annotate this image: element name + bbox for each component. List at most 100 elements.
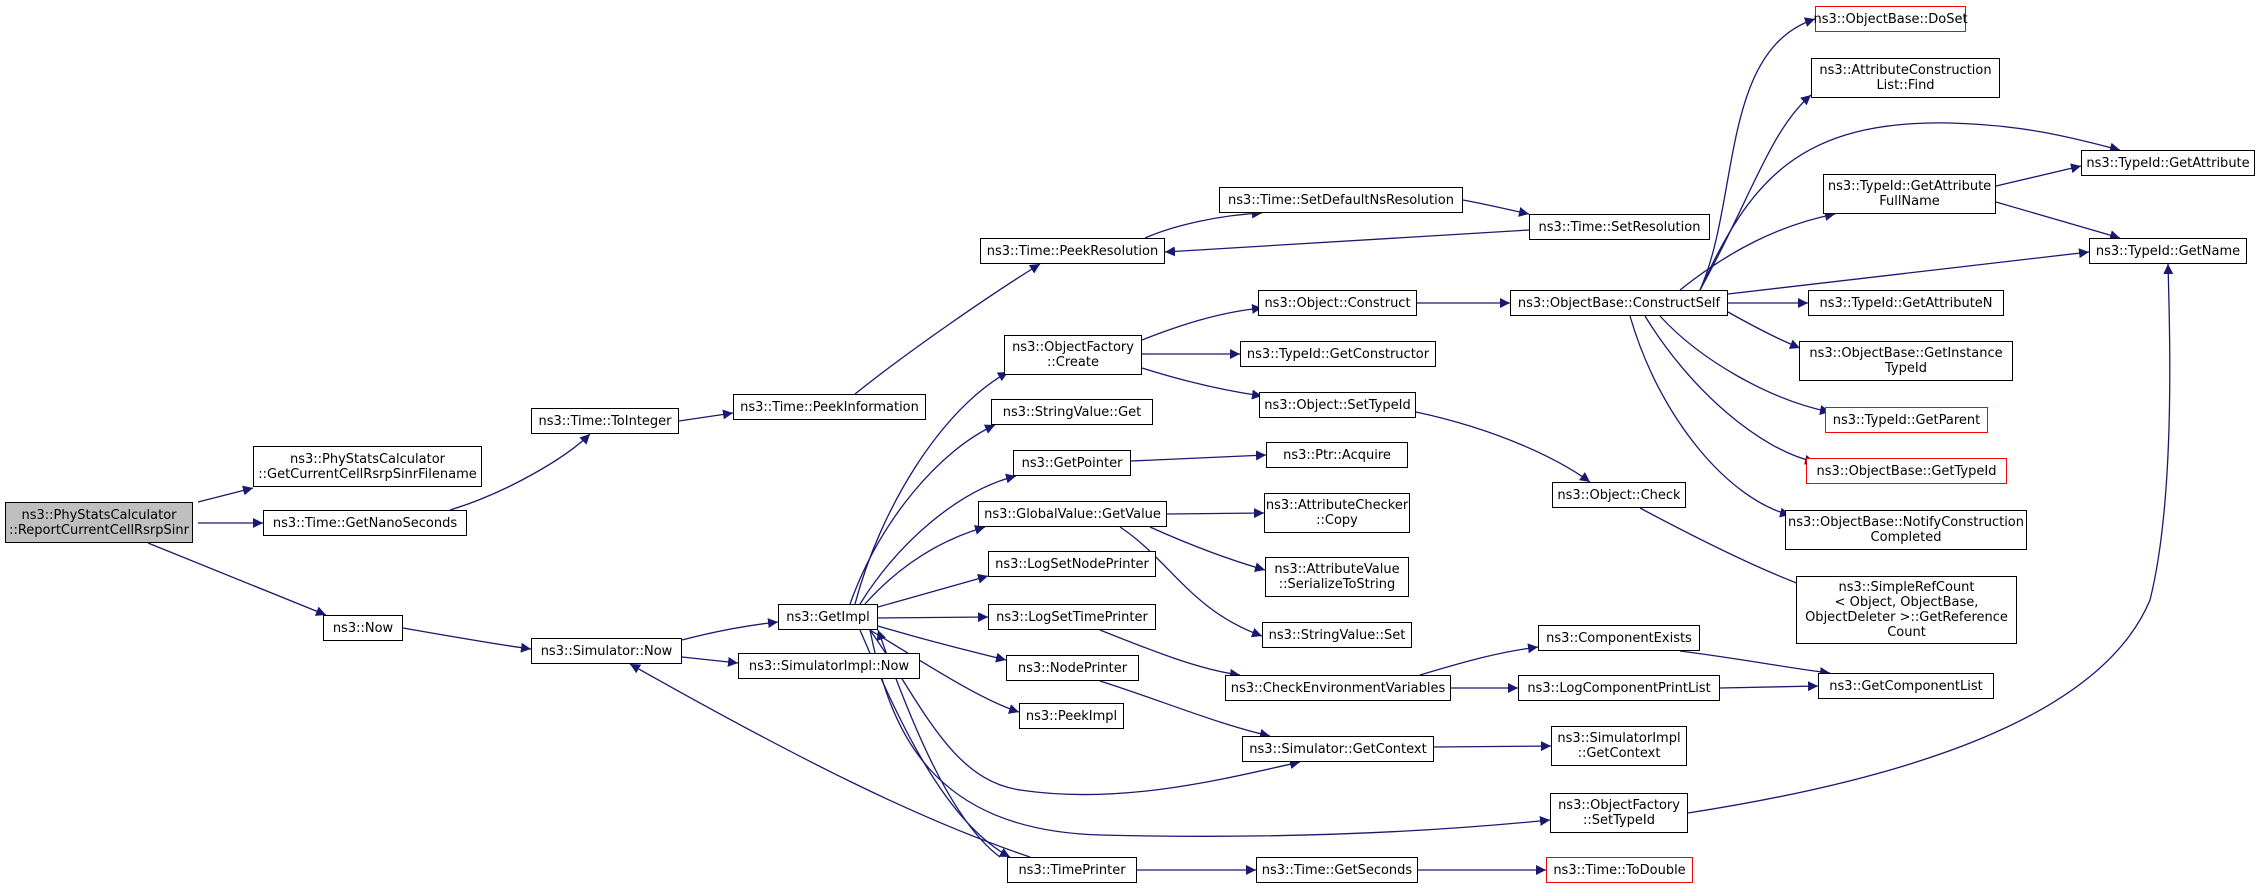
call-edge-nodePrinter-to-simGetContext — [1099, 680, 1271, 739]
call-edge-getImpl-to-gvGetValue — [864, 524, 986, 605]
call-edge-getImpl-to-strGet — [849, 424, 996, 605]
call-edge-root-to-now — [147, 542, 327, 616]
call-edge-obConstructSelf-to-obNotify — [1629, 315, 1791, 518]
call-edge-getImpl-to-getPointer — [859, 473, 1017, 605]
call-edge-setDefNs-to-setRes — [1462, 199, 1530, 217]
call-edge-checkEnv-to-compExists — [1419, 643, 1539, 676]
function-node-set-def-ns[interactable]: ns3::Time::SetDefaultNsResolution — [1219, 187, 1463, 213]
function-node-acl-find[interactable]: ns3::AttributeConstruction List::Find — [1811, 58, 2000, 98]
function-node-log-comp-print[interactable]: ns3::LogComponentPrintList — [1518, 675, 1720, 701]
function-node-log-time[interactable]: ns3::LogSetTimePrinter — [988, 604, 1156, 630]
call-edge-logTime-to-checkEnv — [1099, 629, 1241, 679]
function-node-node-printer[interactable]: ns3::NodePrinter — [1006, 655, 1139, 681]
call-edge-obConstructSelf-to-tiGetAttribute — [1699, 122, 2121, 291]
function-node-obj-construct[interactable]: ns3::Object::Construct — [1258, 290, 1417, 316]
call-edge-obConstructSelf-to-obGetTypeId — [1644, 315, 1816, 465]
function-node-src-get-ref[interactable]: ns3::SimpleRefCount < Object, ObjectBase… — [1796, 576, 2017, 644]
function-node-obj-set-type-id[interactable]: ns3::Object::SetTypeId — [1259, 392, 1416, 418]
call-edge-timePrinter-to-simNow — [629, 663, 1031, 858]
call-edge-peekRes-to-setDefNs — [1144, 208, 1263, 239]
function-node-set-res[interactable]: ns3::Time::SetResolution — [1529, 214, 1710, 240]
function-node-sim-get-context[interactable]: ns3::Simulator::GetContext — [1242, 736, 1434, 762]
function-node-of-create[interactable]: ns3::ObjectFactory ::Create — [1004, 335, 1142, 375]
function-node-log-node[interactable]: ns3::LogSetNodePrinter — [988, 551, 1156, 577]
function-node-ob-get-type-id[interactable]: ns3::ObjectBase::GetTypeId — [1806, 458, 2007, 484]
function-node-now[interactable]: ns3::Now — [323, 615, 403, 641]
call-edge-getImpl-to-peekImpl — [869, 629, 1020, 714]
function-node-root: ns3::PhyStatsCalculator ::ReportCurrentC… — [5, 502, 193, 543]
function-node-av-serialize[interactable]: ns3::AttributeValue ::SerializeToString — [1265, 557, 1409, 597]
function-node-ti-get-name[interactable]: ns3::TypeId::GetName — [2089, 238, 2247, 264]
function-node-peek-info[interactable]: ns3::Time::PeekInformation — [733, 394, 926, 420]
function-node-str-set[interactable]: ns3::StringValue::Set — [1262, 622, 1412, 648]
function-node-get-cur-file[interactable]: ns3::PhyStatsCalculator ::GetCurrentCell… — [253, 446, 482, 487]
call-edge-peekInfo-to-peekRes — [854, 263, 1041, 395]
function-node-of-set-type-id[interactable]: ns3::ObjectFactory ::SetTypeId — [1550, 793, 1688, 833]
call-edge-getImpl-to-ofSetTypeId — [869, 629, 1551, 837]
call-edge-root-to-getCurFile — [197, 485, 254, 503]
function-node-ob-notify[interactable]: ns3::ObjectBase::NotifyConstruction Comp… — [1785, 510, 2027, 550]
call-edge-simNow-to-simImplNow — [681, 656, 739, 667]
call-edge-simNow-to-getImpl — [681, 618, 779, 641]
call-edge-obConstructSelf-to-obGetInstance — [1727, 311, 1801, 349]
call-edge-gvGetValue-to-avSerialize — [1149, 526, 1266, 573]
function-node-comp-exists[interactable]: ns3::ComponentExists — [1538, 625, 1700, 651]
function-node-peek-res[interactable]: ns3::Time::PeekResolution — [980, 238, 1165, 264]
call-edge-obConstructSelf-to-obDoSet — [1699, 17, 1816, 291]
function-node-ac-copy[interactable]: ns3::AttributeChecker ::Copy — [1264, 493, 1410, 533]
function-node-get-comp-list[interactable]: ns3::GetComponentList — [1818, 673, 1994, 699]
function-node-gv-get-value[interactable]: ns3::GlobalValue::GetValue — [978, 501, 1167, 527]
function-node-check-env[interactable]: ns3::CheckEnvironmentVariables — [1225, 675, 1451, 701]
function-node-to-integer[interactable]: ns3::Time::ToInteger — [531, 408, 679, 434]
function-node-get-nano[interactable]: ns3::Time::GetNanoSeconds — [263, 510, 467, 536]
call-edge-getImpl-to-logNode — [877, 573, 989, 608]
function-node-sim-impl-get-context[interactable]: ns3::SimulatorImpl ::GetContext — [1551, 726, 1687, 766]
function-node-ob-construct-self[interactable]: ns3::ObjectBase::ConstructSelf — [1510, 290, 1728, 316]
call-edge-obConstructSelf-to-tiGetParent — [1659, 315, 1831, 415]
function-node-str-get[interactable]: ns3::StringValue::Get — [991, 399, 1153, 425]
call-edge-getPointer-to-ptrAcquire — [1130, 450, 1267, 462]
function-node-ptr-acquire[interactable]: ns3::Ptr::Acquire — [1266, 442, 1408, 468]
function-node-obj-check[interactable]: ns3::Object::Check — [1552, 482, 1686, 508]
call-edge-obConstructSelf-to-tiGetAttrFull — [1679, 211, 1836, 291]
function-node-get-seconds[interactable]: ns3::Time::GetSeconds — [1256, 857, 1418, 883]
call-edge-setRes-to-peekRes — [1164, 229, 1530, 257]
call-edge-gvGetValue-to-acCopy — [1166, 508, 1265, 519]
call-edge-tiGetAttrFull-to-tiGetName — [1995, 201, 2121, 241]
call-edge-getImpl-to-nodePrinter — [877, 625, 1007, 663]
call-edge-now-to-simNow — [402, 627, 532, 653]
call-edge-getImpl-to-ofCreate — [854, 371, 1009, 605]
function-node-ob-do-set[interactable]: ns3::ObjectBase::DoSet — [1813, 6, 1968, 32]
function-node-get-pointer[interactable]: ns3::GetPointer — [1013, 450, 1131, 476]
function-node-ti-get-attribute[interactable]: ns3::TypeId::GetAttribute — [2081, 150, 2255, 176]
function-node-get-constructor[interactable]: ns3::TypeId::GetConstructor — [1240, 341, 1436, 367]
function-node-sim-impl-now[interactable]: ns3::SimulatorImpl::Now — [738, 653, 920, 679]
function-node-peek-impl[interactable]: ns3::PeekImpl — [1019, 703, 1124, 729]
call-edge-getImpl-to-simGetContext — [869, 629, 1301, 796]
call-edge-obConstructSelf-to-tiGetName — [1727, 248, 2090, 295]
function-node-to-double[interactable]: ns3::Time::ToDouble — [1546, 857, 1693, 883]
call-edge-ofCreate-to-objSetTypeId — [1141, 367, 1263, 400]
call-edge-getNano-to-toInteger — [449, 433, 591, 511]
function-node-ob-get-instance[interactable]: ns3::ObjectBase::GetInstance TypeId — [1799, 341, 2013, 381]
call-edge-objCheck-to-srcGetRef — [1639, 507, 1811, 590]
function-node-get-impl[interactable]: ns3::GetImpl — [778, 604, 878, 630]
call-edge-objSetTypeId-to-objCheck — [1415, 411, 1591, 483]
call-edge-ofCreate-to-objConstruct — [1141, 303, 1263, 341]
function-node-ti-get-parent[interactable]: ns3::TypeId::GetParent — [1825, 407, 1988, 433]
call-edge-obConstructSelf-to-aclFind — [1699, 94, 1812, 291]
call-edge-ofSetTypeId-to-tiGetName — [1687, 263, 2174, 814]
call-edge-getImpl-to-logTime — [877, 612, 989, 623]
function-node-time-printer[interactable]: ns3::TimePrinter — [1007, 857, 1137, 883]
call-edge-toInteger-to-peekInfo — [678, 409, 734, 422]
call-edge-logCompPrint-to-getCompList — [1719, 681, 1819, 692]
function-node-ti-get-attr-n[interactable]: ns3::TypeId::GetAttributeN — [1808, 290, 2004, 316]
call-edge-simGetContext-to-simImplGetContext — [1433, 741, 1552, 752]
call-edge-gvGetValue-to-strSet — [1119, 526, 1263, 638]
function-node-ti-get-attr-full[interactable]: ns3::TypeId::GetAttribute FullName — [1823, 174, 1996, 214]
call-edge-tiGetAttrFull-to-tiGetAttribute — [1995, 163, 2082, 187]
function-node-sim-now[interactable]: ns3::Simulator::Now — [531, 638, 682, 664]
call-edge-compExists-to-getCompList — [1679, 650, 1831, 677]
